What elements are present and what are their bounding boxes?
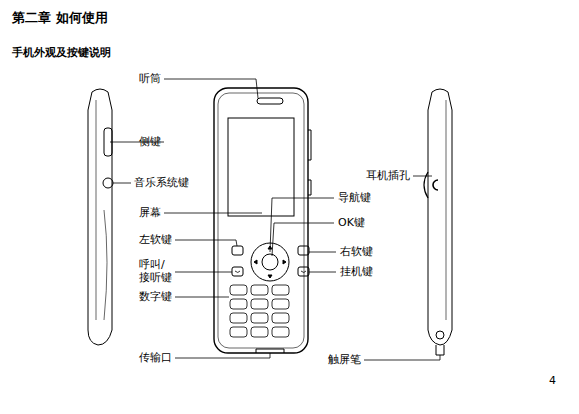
part-label: 右软键 bbox=[340, 245, 373, 258]
phone-front bbox=[214, 88, 308, 353]
part-label: OK键 bbox=[338, 216, 365, 229]
chapter-title: 第二章 如何使用 bbox=[12, 10, 108, 26]
part-label: 数字键 bbox=[139, 290, 172, 303]
key bbox=[272, 299, 289, 309]
key bbox=[272, 285, 289, 295]
part-label: 触屏笔 bbox=[328, 353, 361, 366]
key bbox=[272, 327, 289, 337]
side-view-left bbox=[88, 89, 112, 345]
key bbox=[230, 285, 247, 295]
side-view-right bbox=[428, 89, 452, 345]
right-soft-key bbox=[298, 246, 309, 255]
left-soft-key bbox=[232, 246, 243, 255]
key bbox=[272, 313, 289, 323]
key bbox=[230, 299, 247, 309]
part-label: 音乐系统键 bbox=[134, 176, 189, 189]
key bbox=[251, 327, 268, 337]
part-label: 屏幕 bbox=[139, 206, 161, 219]
music-key bbox=[103, 178, 113, 188]
screen bbox=[228, 118, 294, 216]
page-number: 4 bbox=[549, 374, 556, 387]
part-label: 挂机键 bbox=[340, 265, 373, 278]
part-label: 传输口 bbox=[139, 351, 172, 364]
end-key bbox=[298, 267, 309, 276]
part-label: 侧键 bbox=[139, 135, 161, 148]
key bbox=[251, 313, 268, 323]
key bbox=[251, 285, 268, 295]
number-keys bbox=[230, 285, 289, 337]
part-label: 听筒 bbox=[139, 72, 161, 85]
stylus bbox=[436, 331, 444, 339]
part-label: 左软键 bbox=[139, 233, 172, 246]
earpiece bbox=[257, 98, 283, 104]
leader-lines bbox=[110, 79, 440, 360]
key bbox=[230, 313, 247, 323]
part-label: 导航键 bbox=[338, 191, 371, 204]
data-port bbox=[256, 349, 284, 353]
ok-key bbox=[262, 254, 278, 270]
key bbox=[230, 327, 247, 337]
part-label: 耳机插孔 bbox=[366, 169, 410, 182]
key bbox=[251, 299, 268, 309]
call-key bbox=[232, 267, 243, 276]
part-label: 呼叫/ 接听键 bbox=[139, 258, 174, 284]
section-heading: 手机外观及按键说明 bbox=[12, 46, 111, 59]
